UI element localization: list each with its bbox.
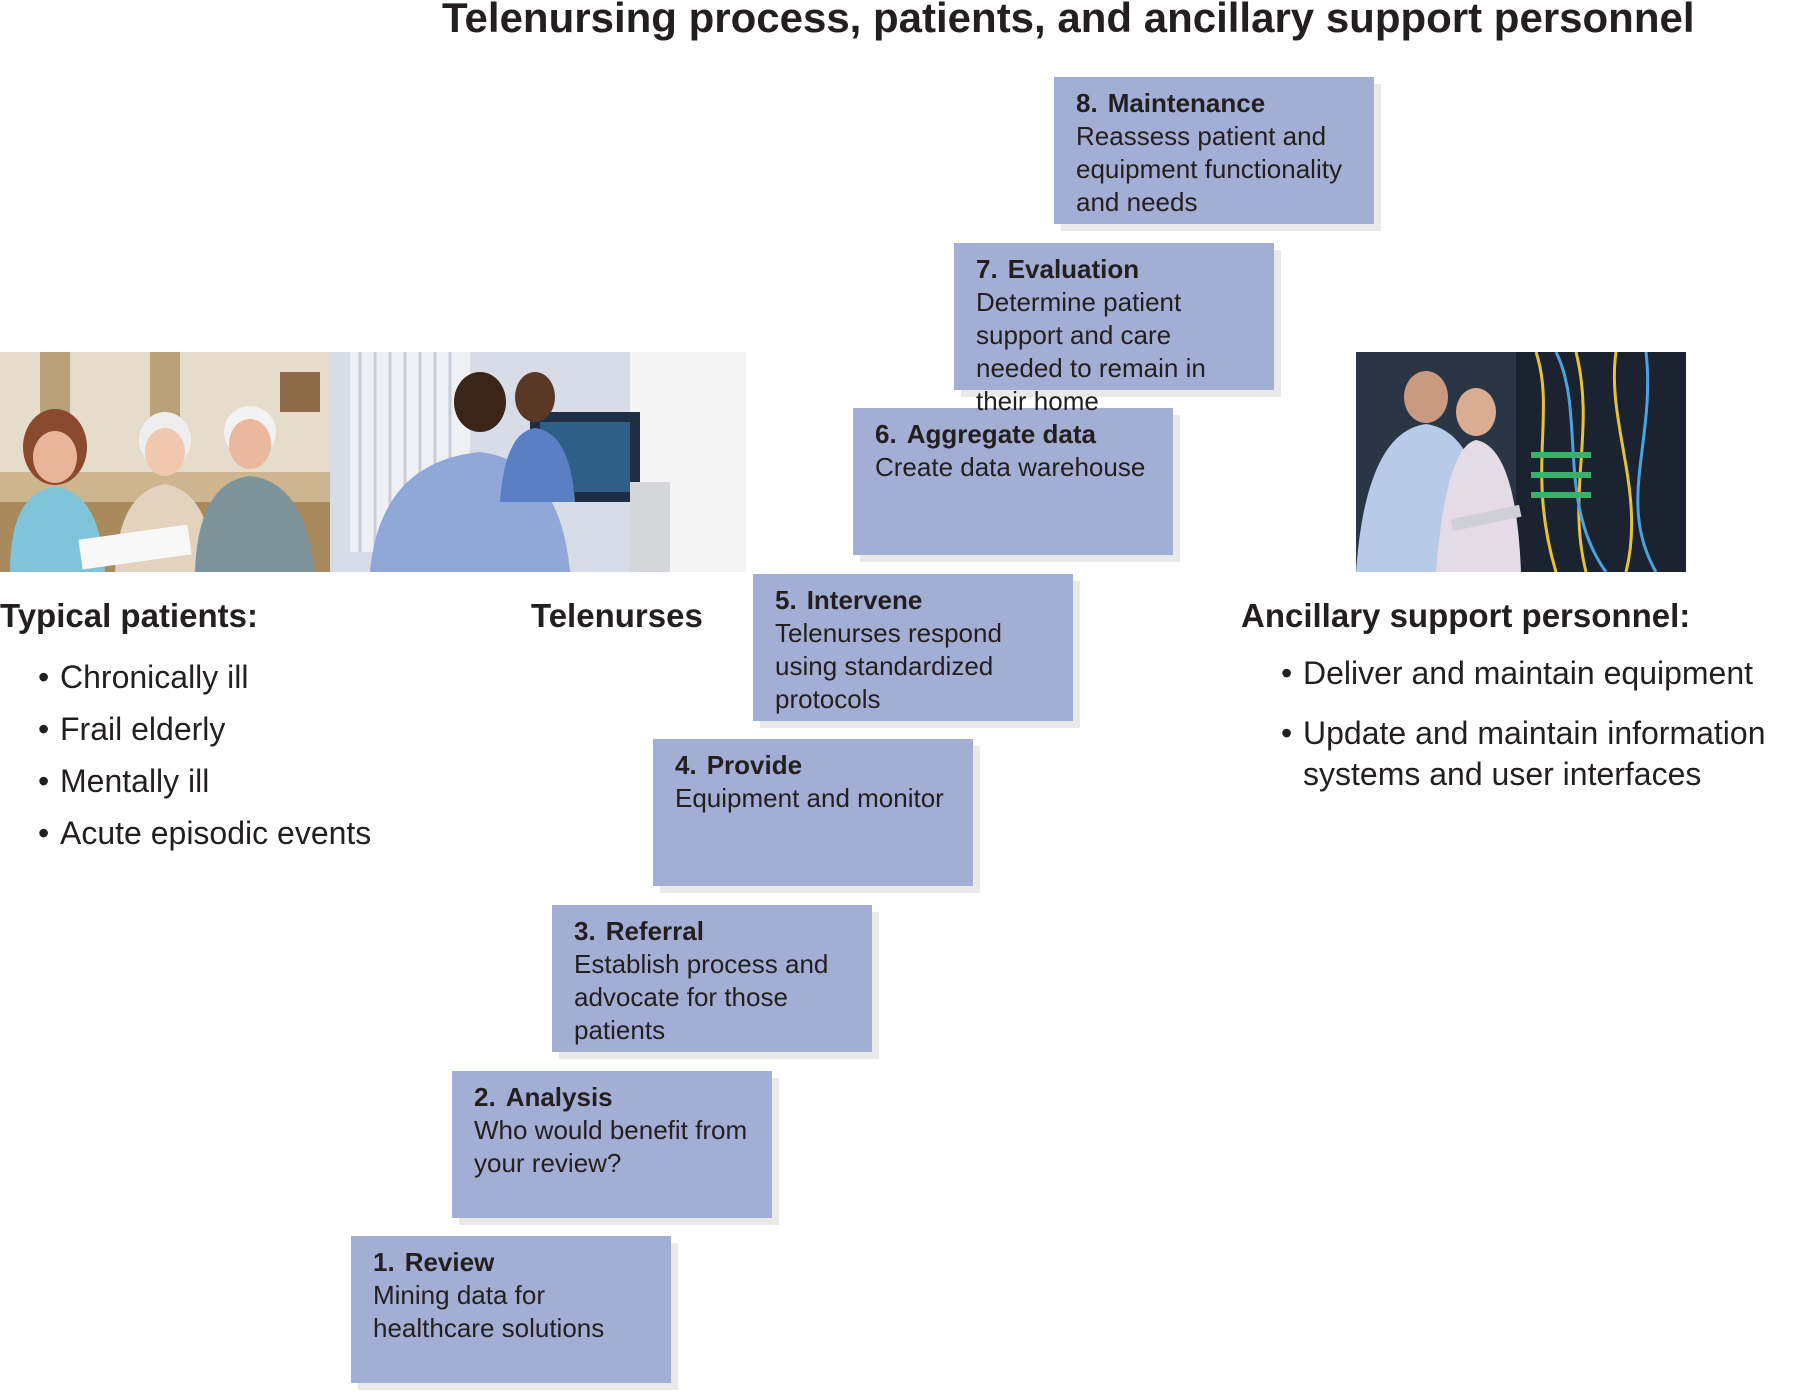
- list-item: Chronically ill: [38, 651, 371, 703]
- step-referral: 3.Referral Establish process and advocat…: [552, 905, 872, 1052]
- ancillary-list: Deliver and maintain equipment Update an…: [1281, 653, 1796, 814]
- list-item: Frail elderly: [38, 703, 371, 755]
- patients-list: Chronically ill Frail elderly Mentally i…: [38, 651, 371, 859]
- ancillary-heading: Ancillary support personnel:: [1241, 597, 1691, 634]
- list-item: Acute episodic events: [38, 807, 371, 859]
- page-title: Telenursing process, patients, and ancil…: [442, 0, 1695, 41]
- ancillary-photo: [1356, 352, 1686, 572]
- patients-heading: Typical patients:: [0, 597, 258, 634]
- step-intervene: 5.Intervene Telenurses respond using sta…: [753, 574, 1073, 721]
- telenurses-heading: Telenurses: [531, 597, 703, 634]
- step-aggregate-data: 6.Aggregate data Create data warehouse: [853, 408, 1173, 555]
- list-item: Deliver and maintain equipment: [1281, 653, 1796, 694]
- list-item: Update and maintain information systems …: [1281, 713, 1796, 795]
- telenurses-photo: [330, 352, 746, 572]
- step-evaluation: 7.Evaluation Determine patient support a…: [954, 243, 1274, 416]
- step-maintenance: 8.Maintenance Reassess patient and equip…: [1054, 77, 1374, 224]
- step-review: 1.Review Mining data for healthcare solu…: [351, 1236, 671, 1383]
- list-item: Mentally ill: [38, 755, 371, 807]
- patients-photo: [0, 352, 330, 572]
- step-analysis: 2.Analysis Who would benefit from your r…: [452, 1071, 772, 1218]
- step-provide: 4.Provide Equipment and monitor: [653, 739, 973, 886]
